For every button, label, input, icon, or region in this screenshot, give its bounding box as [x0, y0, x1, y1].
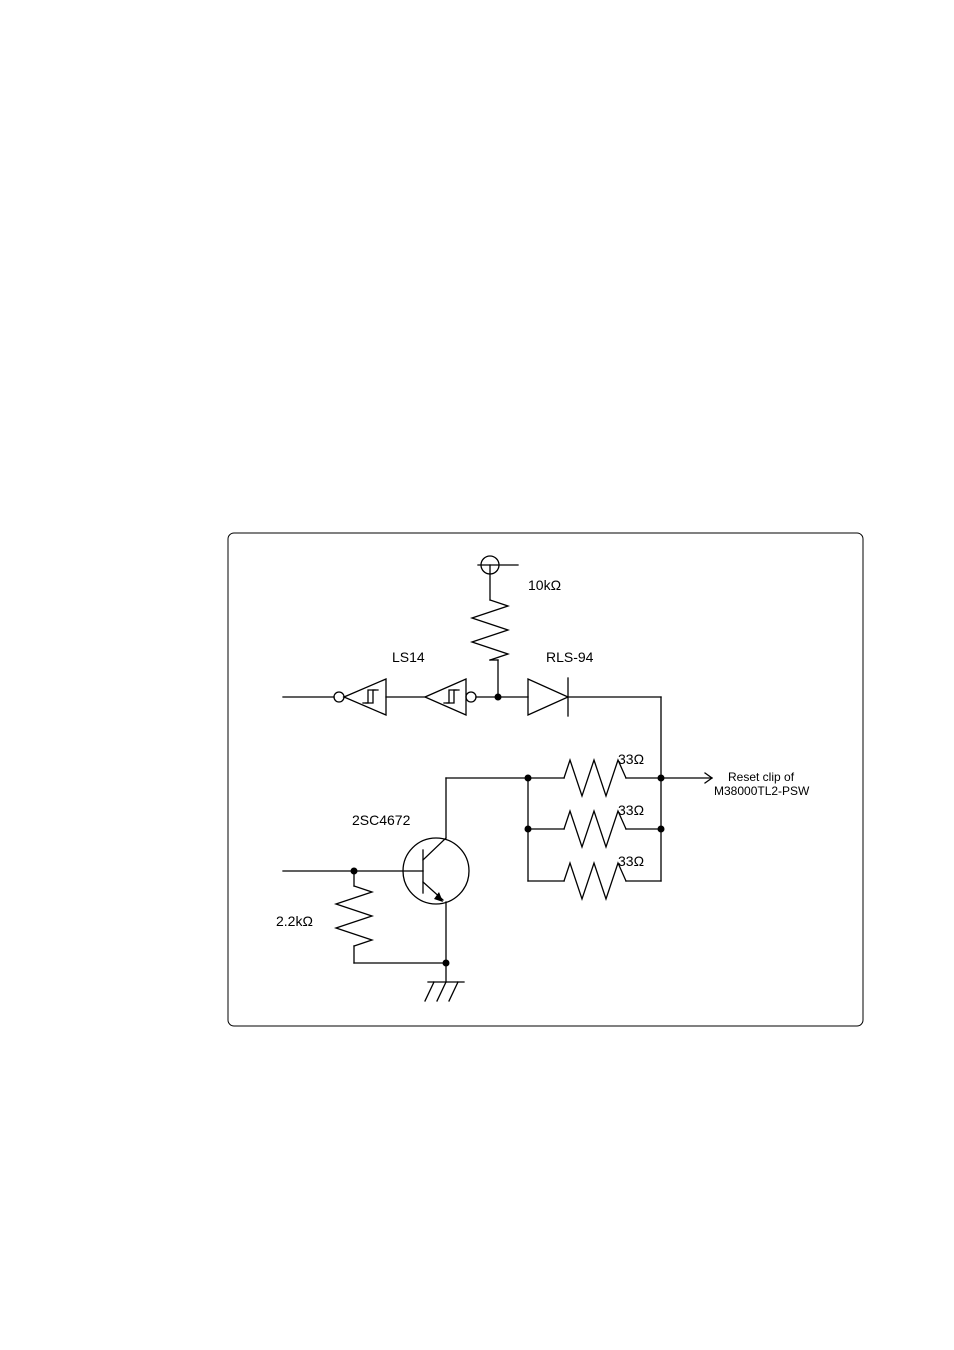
ground-symbol [425, 982, 464, 1001]
pullup-resistor-label: 10kΩ [528, 577, 561, 593]
junction-dot [443, 960, 450, 967]
junction-dot [525, 826, 532, 833]
output-arrow [661, 773, 712, 783]
schmitt-inverter-1 [334, 679, 386, 715]
output-label-line2: M38000TL2-PSW [714, 784, 810, 798]
resistor-top-label: 33Ω [618, 751, 644, 767]
junction-dot [495, 694, 502, 701]
transistor-label: 2SC4672 [352, 812, 411, 828]
inverter-label: LS14 [392, 649, 425, 665]
diode [528, 678, 568, 716]
resistor-bottom-label: 33Ω [618, 853, 644, 869]
base-resistor-label: 2.2kΩ [276, 913, 313, 929]
resistor-mid-label: 33Ω [618, 802, 644, 818]
vcc-symbol [478, 556, 518, 574]
diode-label: RLS-94 [546, 649, 594, 665]
output-label-line1: Reset clip of [728, 770, 795, 784]
schmitt-inverter-2 [425, 679, 476, 715]
pullup-resistor [472, 574, 508, 697]
base-resistor [336, 871, 446, 963]
junction-dot [658, 826, 665, 833]
junction-dot [525, 775, 532, 782]
